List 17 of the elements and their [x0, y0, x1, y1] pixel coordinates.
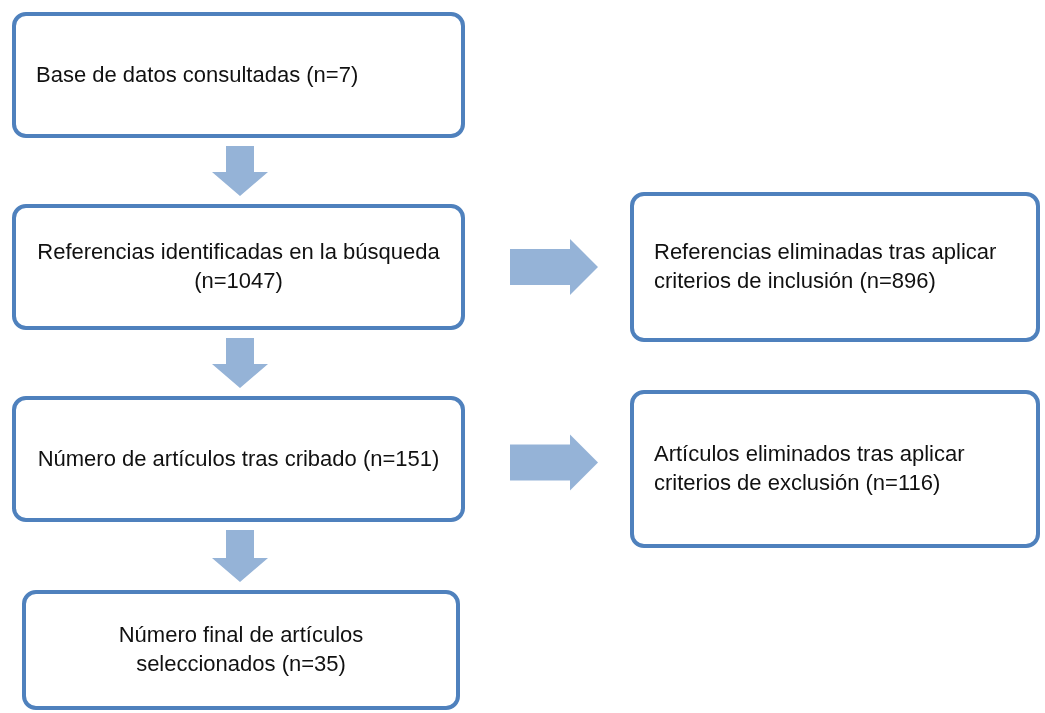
block-arrow [212, 146, 268, 196]
block-arrow [212, 530, 268, 582]
box-text: Base de datos consultadas (n=7) [36, 60, 360, 89]
process-box [12, 396, 465, 522]
box-text: Referencias identificadas en la búsqueda (n=1047) [36, 238, 441, 295]
block-arrow [510, 434, 598, 491]
process-box [12, 12, 465, 138]
box-text: Referencias eliminadas tras aplicar criterios de inclusión (n=896) [654, 238, 998, 295]
box-text: Artículos eliminados tras aplicar criterios de exclusión (n=116) [654, 440, 966, 497]
process-box [630, 390, 1040, 548]
box-text: Número final de artículos seleccionados (n=35) [117, 621, 365, 678]
block-arrow [510, 239, 598, 295]
process-box [630, 192, 1040, 342]
block-arrow [212, 338, 268, 388]
process-box [22, 590, 460, 710]
process-box [12, 204, 465, 330]
box-text: Número de artículos tras cribado (n=151) [36, 444, 441, 473]
